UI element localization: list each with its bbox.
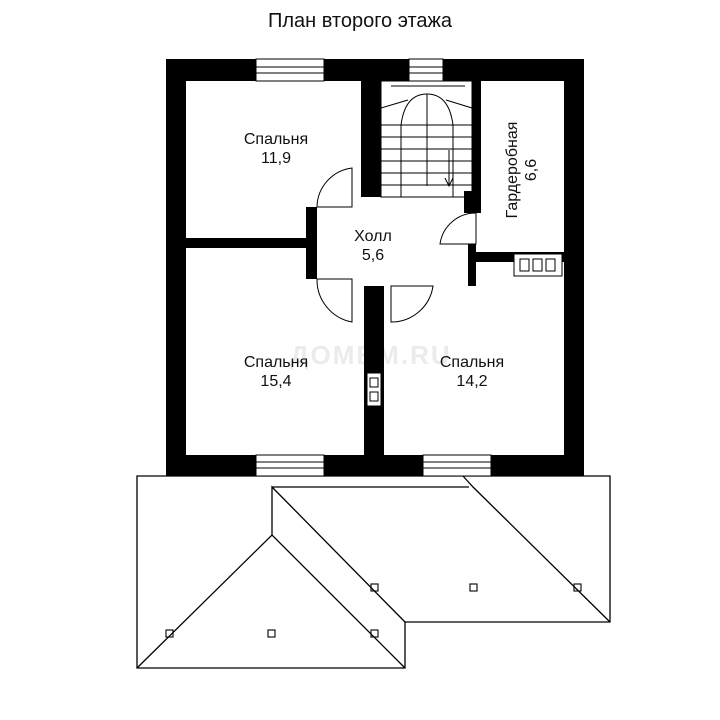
roof <box>136 475 611 669</box>
vent-block-wardrobe <box>513 253 563 277</box>
room-bedroom-bottom-right: Спальня 14,2 <box>402 353 542 391</box>
room-area: 14,2 <box>456 373 488 390</box>
room-name: Спальня <box>243 354 309 371</box>
plan-title: План второго этажа <box>267 10 453 32</box>
room-area: 6,6 <box>523 158 540 182</box>
roof-left-ridge <box>136 534 406 669</box>
room-name: Спальня <box>439 354 505 371</box>
wall-hall-left-stub <box>306 207 317 279</box>
wall-bottom <box>166 455 584 476</box>
windows <box>255 58 492 477</box>
room-area: 5,6 <box>361 247 385 264</box>
wall-hall-left-upper <box>361 81 381 197</box>
vent-block-divider <box>366 372 382 407</box>
watermark: ДОМВМ.RU <box>290 340 452 370</box>
roof-outline <box>136 475 611 669</box>
wall-hall-right-stub <box>468 244 476 286</box>
wall-bottom-rooms-divider <box>364 286 384 455</box>
window-bottom-right <box>422 454 492 477</box>
roof-right-ridge <box>462 475 611 623</box>
window-top-stair <box>408 58 444 82</box>
room-name: Спальня <box>243 131 309 148</box>
wall-left <box>166 59 186 476</box>
wall-top <box>166 59 584 81</box>
door-bedroom-right <box>390 285 434 323</box>
staircase <box>380 80 473 198</box>
room-area: 11,9 <box>261 150 291 167</box>
door-wardrobe <box>439 212 477 245</box>
room-name: Холл <box>354 228 392 245</box>
window-bottom-left <box>255 454 325 477</box>
room-bedroom-bottom-left: Спальня 15,4 <box>206 353 346 391</box>
doors <box>316 167 477 323</box>
wall-stair-right <box>472 81 481 213</box>
door-bedroom-top <box>316 167 353 208</box>
door-bedroom-left <box>316 278 353 323</box>
roof-vents <box>165 583 582 638</box>
room-hall: Холл 5,6 <box>333 227 413 265</box>
window-top-left <box>255 58 325 82</box>
room-wardrobe: Гардеробная 6,6 <box>503 100 543 240</box>
room-area: 15,4 <box>260 373 292 390</box>
fixtures <box>366 253 563 407</box>
stair-well <box>380 80 473 198</box>
wall-left-rooms-divider <box>186 238 306 248</box>
wall-right <box>564 59 584 476</box>
room-bedroom-top-left: Спальня 11,9 <box>206 130 346 168</box>
room-name: Гардеробная <box>504 121 521 219</box>
